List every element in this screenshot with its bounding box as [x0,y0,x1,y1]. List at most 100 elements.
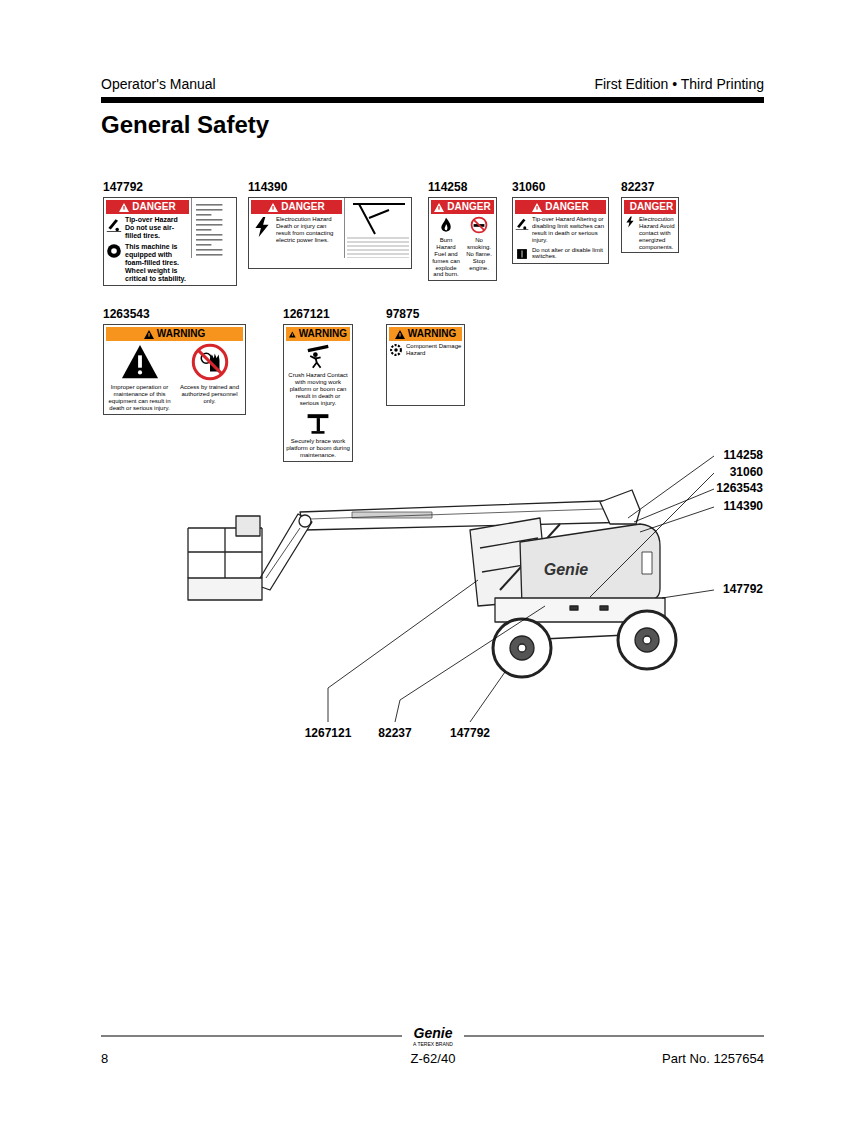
platform-symbol [308,415,329,419]
fine-print-line [196,224,222,226]
decal-text: Access by trained and authorized personn… [176,384,243,405]
decal-face: WARNINGImproper operation or maintenance… [103,324,246,415]
decal-text: This machine is equipped with foam-fille… [125,243,189,283]
page-title: General Safety [101,111,269,139]
chassis-slot [600,606,608,610]
decal-face: DANGERElectrocution Hazard Death or inju… [248,197,412,269]
decal-item: Securely brace work platform or boom dur… [286,409,350,459]
safety-decal: 114258DANGERBurn Hazard Fuel and fumes c… [428,180,497,281]
tire-hub [111,248,117,254]
decal-face: DANGERTip-over Hazard Altering or disabl… [512,197,609,264]
signal-triangle-mark [439,206,440,210]
leader-line [628,456,714,518]
signal-triangle-mark [291,333,293,335]
pictogram [437,216,455,234]
leader-line [470,672,505,722]
prohibition-bar [198,351,221,374]
prohibition-ring [193,345,226,378]
platform-post [187,528,188,578]
model-name: Z-62/40 [411,1052,456,1067]
signal-triangle-shape [434,203,444,212]
wheel [618,611,676,669]
safety-decal: 147792DANGERTip-over Hazard Do not use a… [103,180,237,286]
table-rule [347,250,409,251]
tire-symbol [107,244,121,258]
signal-word: DANGER [630,201,673,213]
footer-logo: Genie [414,1025,453,1041]
leader-line [395,606,545,722]
leader-lines [328,456,714,722]
fine-print-line [196,214,211,216]
leader-line [328,580,478,722]
jib-cylinder [266,528,300,578]
decal-item: Tip-over Hazard Altering or disabling li… [515,216,606,244]
callout-number: 82237 [378,727,411,741]
wheel [493,619,551,677]
callout-number: 147792 [450,727,490,741]
decal-number: 97875 [386,307,465,321]
callout-number: 1267121 [305,727,352,741]
boom-head [600,490,640,524]
prohibition-ring [472,218,487,233]
platform-post [224,528,225,578]
decal-item: No smoking. No flame. Stop engine. [464,216,494,278]
decal-face: WARNING Crush Hazard Contact with moving … [283,324,353,462]
table-rule [347,238,409,239]
platform-symbol [308,345,329,353]
callout-number: 114258 [724,449,763,463]
decal-face: DANGER Burn Hazard Fuel and fumes can exp… [428,197,497,281]
gear-symbol [391,345,401,355]
decal-number: 82237 [621,180,679,194]
decal-main: WARNING Crush Hazard Contact with moving … [284,325,352,461]
decal-main: WARNINGComponent Damage Hazard [387,325,464,405]
decal-item: Do not alter or disable limit switches. [515,247,606,261]
platform-post [261,528,262,578]
wheel-hub-center [518,644,526,652]
boom-lift-illustration [188,490,676,677]
decal-item: This machine is equipped with foam-fille… [106,243,189,283]
callout-number: 114390 [724,500,763,514]
signal-triangle-mark [399,333,400,337]
pictogram [470,216,488,234]
person-body [310,356,320,368]
boom-pivot [299,515,311,527]
decal-item: Crush Hazard Contact with moving work pl… [286,343,350,406]
chassis-slot [570,606,578,610]
header-rule [101,97,764,103]
decal-number: 147792 [103,180,237,194]
wheel-hub-center [643,636,651,644]
decal-face: DANGERTip-over Hazard Do not use air-fil… [103,197,237,286]
decal-main: DANGER Burn Hazard Fuel and fumes can exp… [429,198,496,280]
leader-line [634,489,714,522]
fine-print-line [196,219,222,221]
gear-center [394,348,398,352]
decal-item: Component Damage Hazard [389,343,462,357]
signal-word: WARNING [299,328,347,340]
table-rule [347,258,409,259]
signal-triangle [289,330,296,339]
pictogram [515,247,529,261]
pictogram [305,409,331,435]
safety-decal: 1267121WARNINGCrush Hazard Contact with … [283,307,353,462]
decal-main: DANGERElectrocution Hazard Death or inju… [249,198,344,268]
part-number: Part No. 1257654 [662,1052,764,1067]
platform-toe-board [188,578,262,600]
wheel-hub [635,628,659,652]
signal-triangle-shape [119,203,129,212]
alert-triangle [121,345,157,378]
signal-triangle-shape [289,331,296,337]
callout-number: 31060 [730,466,763,480]
signal-word: WARNING [157,328,205,340]
decal-body: Tip-over Hazard Do not use air-filled ti… [106,216,189,283]
jib-arm [256,514,312,590]
decal-text: Crush Hazard Contact with moving work pl… [286,372,350,406]
decal-item: Tip-over Hazard Do not use air-filled ti… [106,216,189,240]
leader-line [662,590,714,598]
fine-print-line [196,209,222,211]
power-line-drawing [353,204,405,234]
decal-text: Burn Hazard Fuel and fumes can explode a… [431,237,461,278]
fine-print-line [196,239,222,241]
signal-word-bar: DANGER [431,200,494,214]
